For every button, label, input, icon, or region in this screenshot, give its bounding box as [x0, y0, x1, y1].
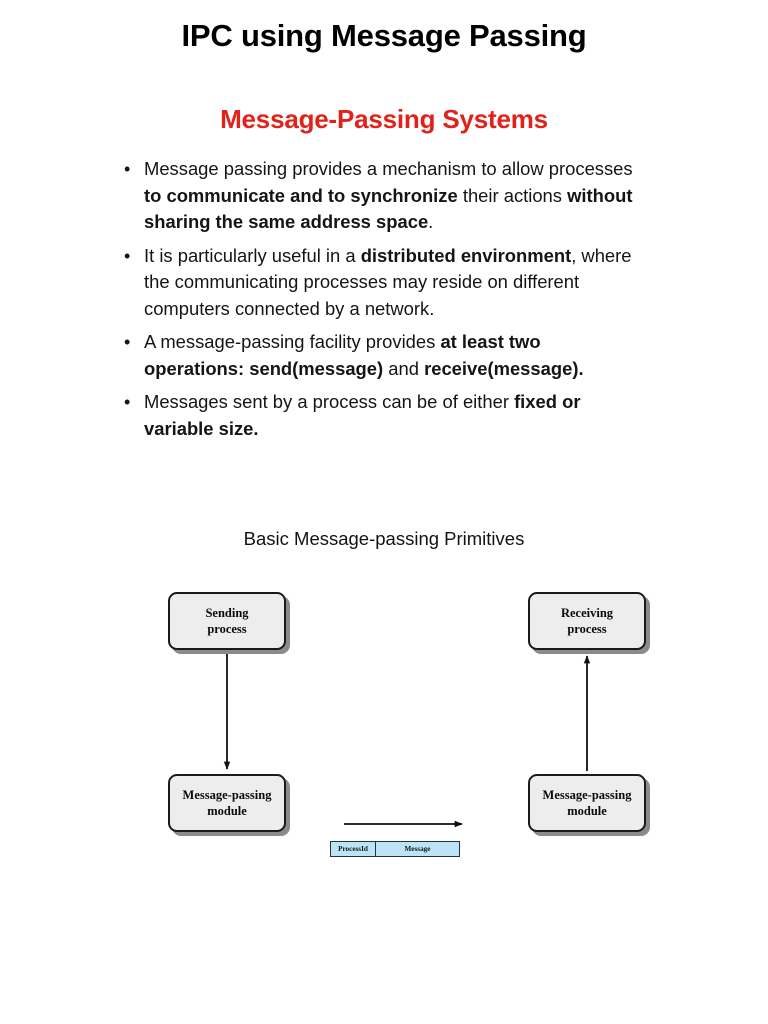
- bullet-item: • Messages sent by a process can be of ei…: [120, 389, 640, 442]
- packet-message-field: Message: [404, 845, 431, 853]
- bullet-item: • A message-passing facility provides at …: [120, 329, 640, 382]
- node-sending-process: Sending process: [168, 592, 286, 650]
- node-module-right-line2: module: [567, 804, 607, 818]
- bullet-text-run: .: [428, 211, 434, 232]
- bullet-list: • Message passing provides a mechanism to…: [120, 156, 640, 449]
- node-module-right-line1: Message-passing: [542, 788, 632, 802]
- bullet-text-run: their actions: [457, 184, 568, 206]
- section-heading: Message-Passing Systems: [220, 104, 548, 134]
- bullet-item: • It is particularly useful in a distribu…: [120, 243, 640, 323]
- bullet-text-emphasis: without sharing the same address space: [144, 184, 633, 233]
- node-module-left-line2: module: [207, 804, 247, 818]
- bullet-text: It is particularly useful in a distribut…: [144, 245, 632, 319]
- node-receiving-process-line1: Receiving: [560, 606, 614, 620]
- packet-process-id-field: ProcessId: [331, 842, 376, 856]
- bullet-text-emphasis: distributed environment: [360, 244, 572, 266]
- node-receiving-process: Receiving process: [528, 592, 646, 650]
- bullet-text: Message passing provides a mechanism to …: [144, 158, 633, 232]
- bullet-text-run: , where the communicating processes may …: [144, 244, 632, 319]
- node-receiving-process-line2: process: [567, 622, 607, 636]
- message-passing-diagram: Sending process Receiving process Messag…: [0, 528, 768, 888]
- bullet-text-emphasis: receive(message).: [424, 357, 584, 379]
- bullet-dot-icon: •: [124, 245, 131, 266]
- bullet-text-emphasis: to communicate and to synchronize: [144, 184, 458, 206]
- bullet-text-emphasis: fixed or variable size.: [144, 391, 581, 439]
- bullet-text-run: A message-passing facility provides: [144, 331, 441, 352]
- bullet-item: • Message passing provides a mechanism to…: [120, 156, 640, 236]
- diagram-arrows: [223, 654, 591, 828]
- bullet-text-run: and: [383, 357, 425, 379]
- figure-caption: Basic Message-passing Primitives: [243, 528, 525, 549]
- bullet-dot-icon: •: [124, 332, 131, 352]
- message-packet: ProcessId Message: [330, 841, 460, 857]
- node-sending-process-line1: Sending: [205, 606, 249, 620]
- bullet-text-run: Message passing provides a mechanism to …: [144, 158, 633, 179]
- node-message-passing-module-right: Message-passing module: [528, 774, 646, 832]
- bullet-text-run: It is particularly useful in a: [144, 244, 361, 266]
- bullet-text-emphasis: at least two operations: send(message): [144, 331, 541, 379]
- bullet-text: Messages sent by a process can be of eit…: [144, 391, 581, 439]
- page-title: IPC using Message Passing: [181, 18, 587, 53]
- bullet-dot-icon: •: [124, 159, 131, 179]
- bullet-text-run: Messages sent by a process can be of eit…: [144, 391, 515, 412]
- node-module-left-line1: Message-passing: [182, 788, 272, 802]
- node-sending-process-line2: process: [207, 622, 247, 636]
- figure: Basic Message-passing Primitives Sending…: [0, 528, 768, 888]
- node-message-passing-module-left: Message-passing module: [168, 774, 286, 832]
- bullet-text: A message-passing facility provides at l…: [144, 331, 584, 379]
- bullet-dot-icon: •: [124, 392, 131, 412]
